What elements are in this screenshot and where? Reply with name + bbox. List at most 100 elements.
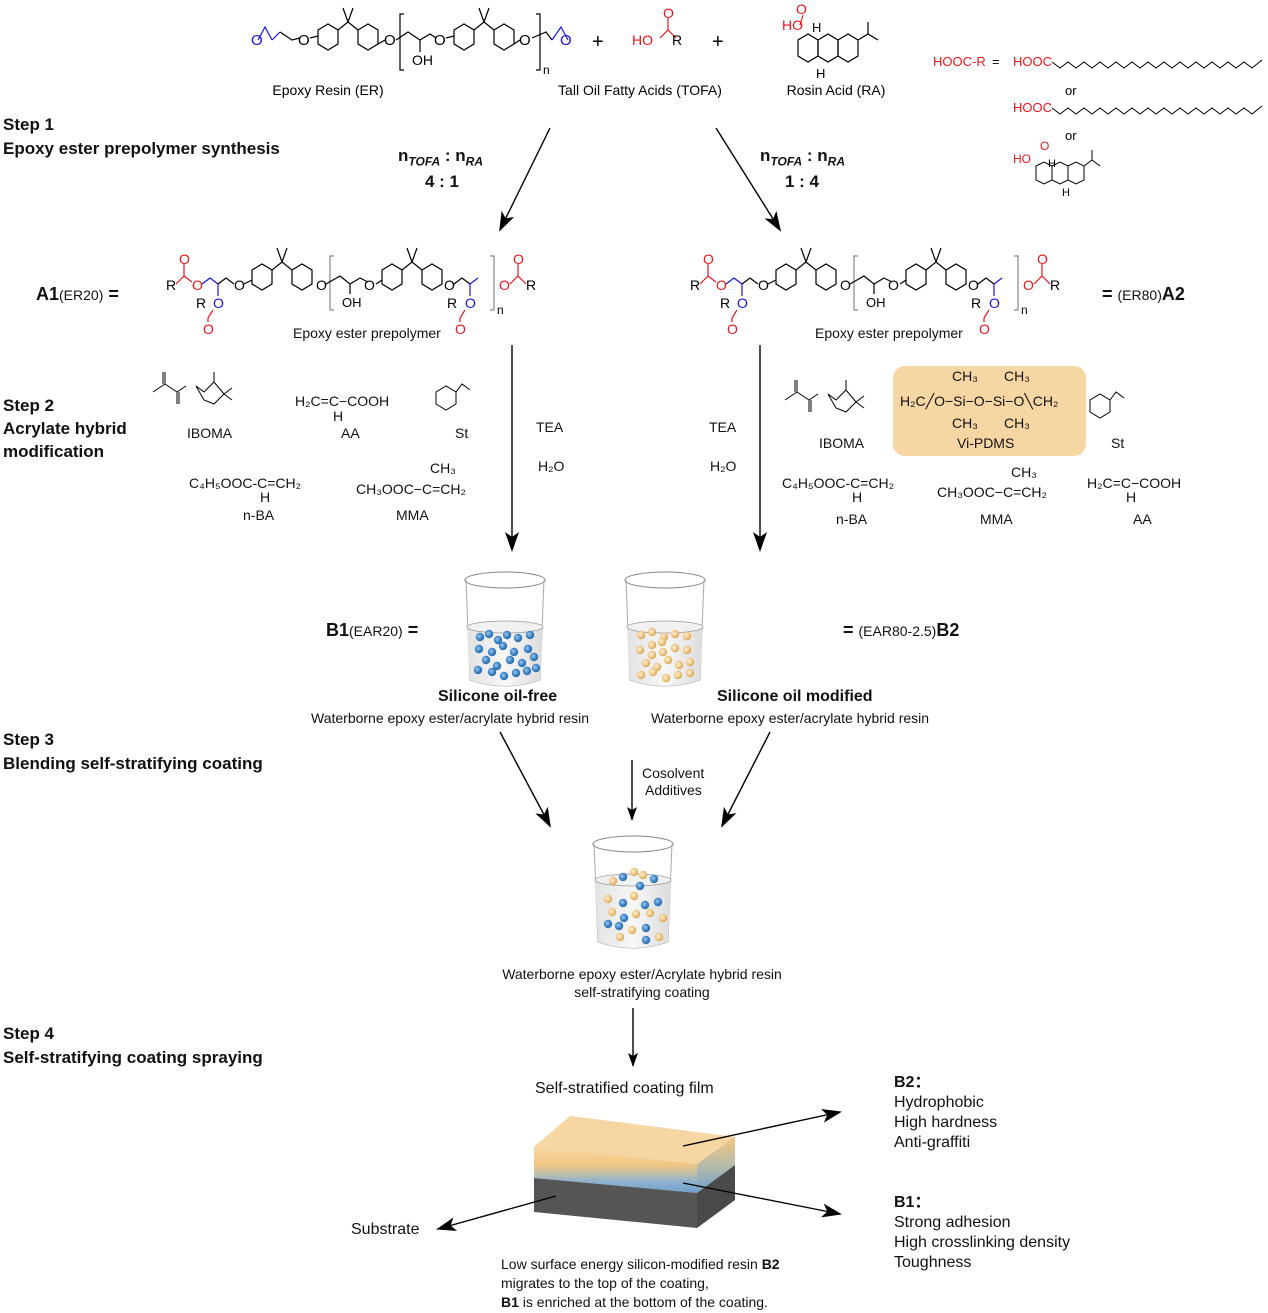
mma-formula-left: CH₃OOC−C=CH₂ — [356, 481, 466, 497]
b2-particle — [657, 637, 667, 647]
st-label-left: St — [455, 425, 469, 441]
svg-text:O: O — [384, 32, 396, 49]
svg-text:O: O — [979, 321, 990, 337]
a2-caption: Epoxy ester prepolymer — [815, 325, 963, 341]
aa-h-right: H — [1126, 489, 1137, 505]
b2-particle — [658, 647, 668, 657]
step1-title: Step 1 — [3, 115, 55, 134]
b2-particle — [636, 670, 646, 680]
styrene-structure-left — [435, 383, 471, 411]
svg-text:H: H — [1048, 158, 1056, 170]
mma-ch3-right: CH₃ — [1011, 464, 1037, 480]
mma-label-left: MMA — [396, 507, 429, 523]
b2-particle — [661, 673, 671, 683]
step2-subtitle-line1: Acrylate hybrid — [3, 419, 127, 438]
mma-ch3-left: CH₃ — [430, 460, 456, 476]
b1-particle — [473, 665, 483, 675]
b1-particle — [523, 644, 533, 654]
b1-particle — [522, 666, 532, 676]
b1-particle — [653, 897, 663, 907]
b2-particle — [615, 932, 625, 942]
mma-formula-right: CH₃OOC−C=CH₂ — [937, 484, 1047, 500]
b2-particle — [673, 670, 683, 680]
b1-particle — [502, 630, 512, 640]
b1-particle — [618, 898, 628, 908]
b2-particle — [647, 650, 657, 660]
blend-caption-line1: Waterborne epoxy ester/Acrylate hybrid r… — [502, 966, 782, 982]
vipdms-ch3-top2: CH₃ — [1004, 368, 1030, 384]
b1-particle — [484, 629, 494, 639]
svg-text:R: R — [1050, 277, 1060, 293]
b1-particle — [619, 913, 629, 923]
svg-text:OH: OH — [866, 295, 886, 310]
b2-prop-2: High hardness — [894, 1114, 998, 1131]
b1-particle — [487, 647, 497, 657]
svg-text:O: O — [727, 321, 738, 337]
tofa-structure: O HO R — [632, 5, 682, 48]
nba-h-left: H — [260, 489, 271, 505]
arrow-to-b2-props — [682, 1108, 842, 1147]
b1-particle — [481, 655, 491, 665]
nba-formula-left: C₄H₅OOC-C=CH₂ — [189, 475, 302, 491]
cosolvent-label: Cosolvent — [642, 765, 705, 781]
svg-text:O: O — [1023, 277, 1034, 293]
svg-text:O: O — [663, 5, 674, 21]
svg-text:O: O — [316, 277, 327, 293]
b1-particle — [517, 658, 527, 668]
svg-text:or: or — [1065, 128, 1077, 143]
aa-formula-left: H₂C=C−COOH — [295, 393, 390, 409]
svg-text:O: O — [434, 32, 446, 49]
b1-particle — [513, 633, 523, 643]
b2-particle — [648, 667, 658, 677]
step2-title: Step 2 — [3, 396, 55, 415]
vipdms-label: Vi-PDMS — [957, 435, 1015, 451]
b2-particle — [685, 657, 695, 667]
svg-text:O: O — [716, 277, 727, 293]
b1-particle — [511, 668, 521, 678]
a2-prepolymer-structure: R O O O R O O O OH O O O R O n — [690, 247, 1060, 337]
b2-particle — [638, 870, 648, 880]
svg-text:O: O — [989, 295, 1000, 311]
ratio-left-label: nTOFA : nRA — [398, 146, 484, 169]
label-rosin-acid: Rosin Acid (RA) — [787, 82, 886, 98]
arrow-to-a1 — [499, 127, 551, 232]
svg-text:O: O — [560, 32, 572, 49]
b1-particle — [499, 671, 509, 681]
svg-text:HOOC: HOOC — [1013, 54, 1052, 69]
step3-subtitle: Blending self-stratifying coating — [3, 754, 263, 773]
epoxy-resin-structure: O O O OH O O n O — [251, 7, 572, 77]
a1-prepolymer-structure: R O O O R O O O OH O O O R O n — [166, 247, 536, 337]
b1-particle — [475, 632, 485, 642]
b1-particle — [603, 919, 613, 929]
b1-prop-2: High crosslinking density — [894, 1234, 1071, 1251]
svg-text:O: O — [203, 321, 214, 337]
svg-text:O: O — [758, 277, 769, 293]
b1-particle — [641, 935, 651, 945]
svg-text:R: R — [690, 277, 700, 293]
iboma-structure-left — [152, 372, 233, 405]
beaker-b2 — [624, 571, 706, 687]
b2-label: = (EAR80-2.5)B2 — [843, 620, 960, 640]
svg-text:R: R — [447, 295, 457, 311]
st-label-right: St — [1111, 435, 1125, 451]
plus-sign-1: + — [592, 31, 604, 53]
svg-text:O: O — [444, 277, 455, 293]
b1-props-heading: B1： — [894, 1194, 931, 1211]
b2-particle — [603, 894, 613, 904]
b2-particle — [641, 658, 651, 668]
iboma-label-right: IBOMA — [819, 435, 865, 451]
hooc-r-definition: HOOC-R = HOOC or HOOC or HO O H H — [933, 54, 1263, 199]
a2-label: = (ER80)A2 — [1102, 284, 1185, 304]
b2-particle — [670, 629, 680, 639]
svg-text:O: O — [513, 251, 524, 267]
condition-tea-right: TEA — [709, 419, 737, 435]
svg-text:O: O — [499, 277, 510, 293]
vipdms-ch3-bot1: CH₃ — [952, 415, 978, 431]
b2-particle — [636, 630, 646, 640]
ratio-left-value: 4 : 1 — [425, 172, 460, 191]
svg-text:HO: HO — [1013, 152, 1031, 166]
arrow-b1-to-blend — [499, 731, 551, 828]
condition-tea-left: TEA — [536, 419, 564, 435]
nba-h-right: H — [852, 489, 863, 505]
